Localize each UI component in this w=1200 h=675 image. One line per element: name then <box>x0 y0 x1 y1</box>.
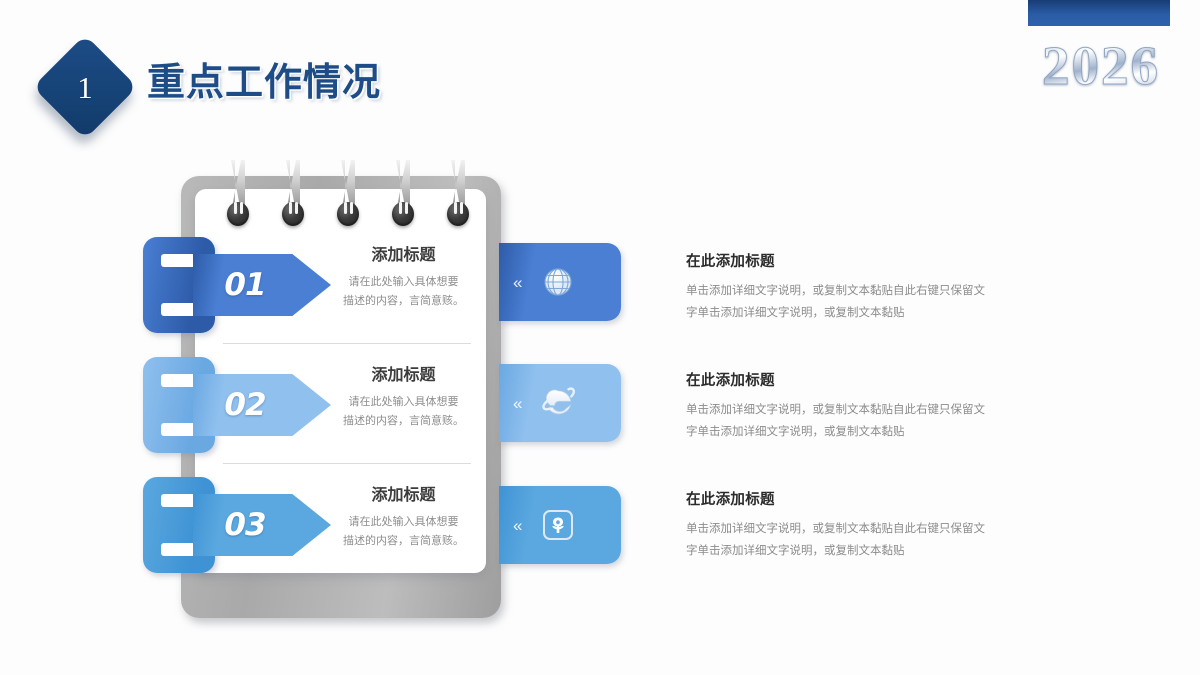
notepad-row-desc-line: 描述的内容，言简意赅。 <box>343 534 464 547</box>
top-accent-bar <box>1028 0 1170 26</box>
globe-icon[interactable] <box>538 262 578 302</box>
detail-title: 在此添加标题 <box>686 254 775 270</box>
spiral-ring <box>226 160 250 230</box>
spiral-bead-gap <box>399 202 402 214</box>
notepad-row-desc-line: 请在此处输入具体想要 <box>348 276 459 289</box>
detail-body-line: 单击添加详细文字说明，或复制文本黏贴自此右键只保留文 <box>686 403 985 416</box>
detail-text-block: 在此添加标题单击添加详细文字说明，或复制文本黏贴自此右键只保留文字单击添加详细文… <box>686 250 1046 325</box>
spiral-bead-gap <box>234 202 237 214</box>
icon-panel-01[interactable]: « <box>499 243 621 321</box>
spiral-bead-gap <box>460 202 463 214</box>
chevron-left-double-icon[interactable]: « <box>513 393 523 413</box>
detail-body-line: 单击添加详细文字说明，或复制文本黏贴自此右键只保留文 <box>686 522 985 535</box>
numbered-tab-01[interactable]: 01 <box>143 237 381 355</box>
detail-title: 在此添加标题 <box>686 372 775 389</box>
notepad-row-desc-line: 描述的内容，言简意赅。 <box>343 294 464 307</box>
notepad-row-divider <box>223 343 471 344</box>
detail-body: 单击添加详细文字说明，或复制文本黏贴自此右键只保留文字单击添加详细文字说明，或复… <box>686 280 1046 325</box>
spiral-bead <box>447 202 469 226</box>
detail-title: 在此添加标题 <box>686 491 775 508</box>
spiral-wire <box>451 160 465 212</box>
spiral-ring <box>281 160 305 230</box>
detail-body: 单击添加详细文字说明，或复制文本黏贴自此右键只保留文字单击添加详细文字说明，或复… <box>686 399 1046 444</box>
spiral-bead-gap <box>295 202 298 214</box>
detail-body-line: 字单击添加详细文字说明，或复制文本黏贴 <box>686 545 905 558</box>
icon-panel-03[interactable]: « <box>499 486 621 564</box>
notepad-row-text: 添加标题请在此处输入具体想要描述的内容，言简意赅。 <box>311 485 496 550</box>
notepad-spiral-rings <box>181 160 501 240</box>
notepad-row-desc: 请在此处输入具体想要描述的内容，言简意赅。 <box>311 273 496 309</box>
detail-body-line: 字单击添加详细文字说明，或复制文本黏贴 <box>686 307 905 320</box>
notepad-row: 添加标题请在此处输入具体想要描述的内容，言简意赅。 <box>181 357 501 475</box>
notepad-row-desc-line: 描述的内容，言简意赅。 <box>343 414 464 427</box>
spiral-bead-gap <box>405 202 408 214</box>
notepad-row-text: 添加标题请在此处输入具体想要描述的内容，言简意赅。 <box>311 365 496 430</box>
notepad-row-desc-line: 请在此处输入具体想要 <box>348 516 459 529</box>
notepad-row: 添加标题请在此处输入具体想要描述的内容，言简意赅。 <box>181 237 501 355</box>
spiral-bead-gap <box>240 202 243 214</box>
notepad-row: 添加标题请在此处输入具体想要描述的内容，言简意赅。 <box>181 477 501 595</box>
tab-number: 03 <box>224 507 266 543</box>
internet-explorer-icon[interactable] <box>538 383 578 423</box>
notepad-row-title: 添加标题 <box>371 247 436 264</box>
notepad-row-title: 添加标题 <box>371 487 436 504</box>
notepad-row-title: 添加标题 <box>371 367 436 384</box>
spiral-bead <box>282 202 304 226</box>
detail-text-block: 在此添加标题单击添加详细文字说明，或复制文本黏贴自此右键只保留文字单击添加详细文… <box>686 488 1046 563</box>
spiral-wire <box>396 160 410 212</box>
icon-panel-02[interactable]: « <box>499 364 621 442</box>
chevron-left-double-icon[interactable]: « <box>513 515 523 535</box>
spiral-bead <box>337 202 359 226</box>
spiral-wire <box>286 160 300 212</box>
tab-number: 02 <box>224 387 266 423</box>
spiral-bead-gap <box>289 202 292 214</box>
notepad-row-text: 添加标题请在此处输入具体想要描述的内容，言简意赅。 <box>311 245 496 310</box>
detail-body-line: 字单击添加详细文字说明，或复制文本黏贴 <box>686 426 905 439</box>
notepad-row-divider <box>223 463 471 464</box>
detail-text-column: 在此添加标题单击添加详细文字说明，或复制文本黏贴自此右键只保留文字单击添加详细文… <box>686 250 1046 607</box>
notepad-row-desc: 请在此处输入具体想要描述的内容，言简意赅。 <box>311 513 496 549</box>
detail-text-block: 在此添加标题单击添加详细文字说明，或复制文本黏贴自此右键只保留文字单击添加详细文… <box>686 369 1046 444</box>
chevron-left-double-icon[interactable]: « <box>513 272 523 292</box>
spiral-bead <box>227 202 249 226</box>
notepad-rows: 添加标题请在此处输入具体想要描述的内容，言简意赅。添加标题请在此处输入具体想要描… <box>181 176 501 618</box>
spiral-ring <box>336 160 360 230</box>
year-label: 2026 <box>1042 35 1160 96</box>
section-badge-number: 1 <box>77 69 93 105</box>
spiral-bead-gap <box>344 202 347 214</box>
spiral-ring <box>446 160 470 230</box>
notepad-row-desc-line: 请在此处输入具体想要 <box>348 396 459 409</box>
spiral-bead <box>392 202 414 226</box>
numbered-tab-03[interactable]: 03 <box>143 477 381 595</box>
spiral-wire <box>341 160 355 212</box>
spiral-wire <box>231 160 245 212</box>
spiral-ring <box>391 160 415 230</box>
notepad-row-desc: 请在此处输入具体想要描述的内容，言简意赅。 <box>311 393 496 429</box>
detail-body: 单击添加详细文字说明，或复制文本黏贴自此右键只保留文字单击添加详细文字说明，或复… <box>686 518 1046 563</box>
numbered-tab-02[interactable]: 02 <box>143 357 381 475</box>
spiral-bead-gap <box>350 202 353 214</box>
spiral-bead-gap <box>454 202 457 214</box>
page-title: 重点工作情况 <box>147 62 382 104</box>
photo-gallery-icon[interactable] <box>538 505 578 545</box>
tab-number: 01 <box>224 267 266 303</box>
section-badge: 1 <box>32 34 138 140</box>
detail-body-line: 单击添加详细文字说明，或复制文本黏贴自此右键只保留文 <box>686 285 985 297</box>
